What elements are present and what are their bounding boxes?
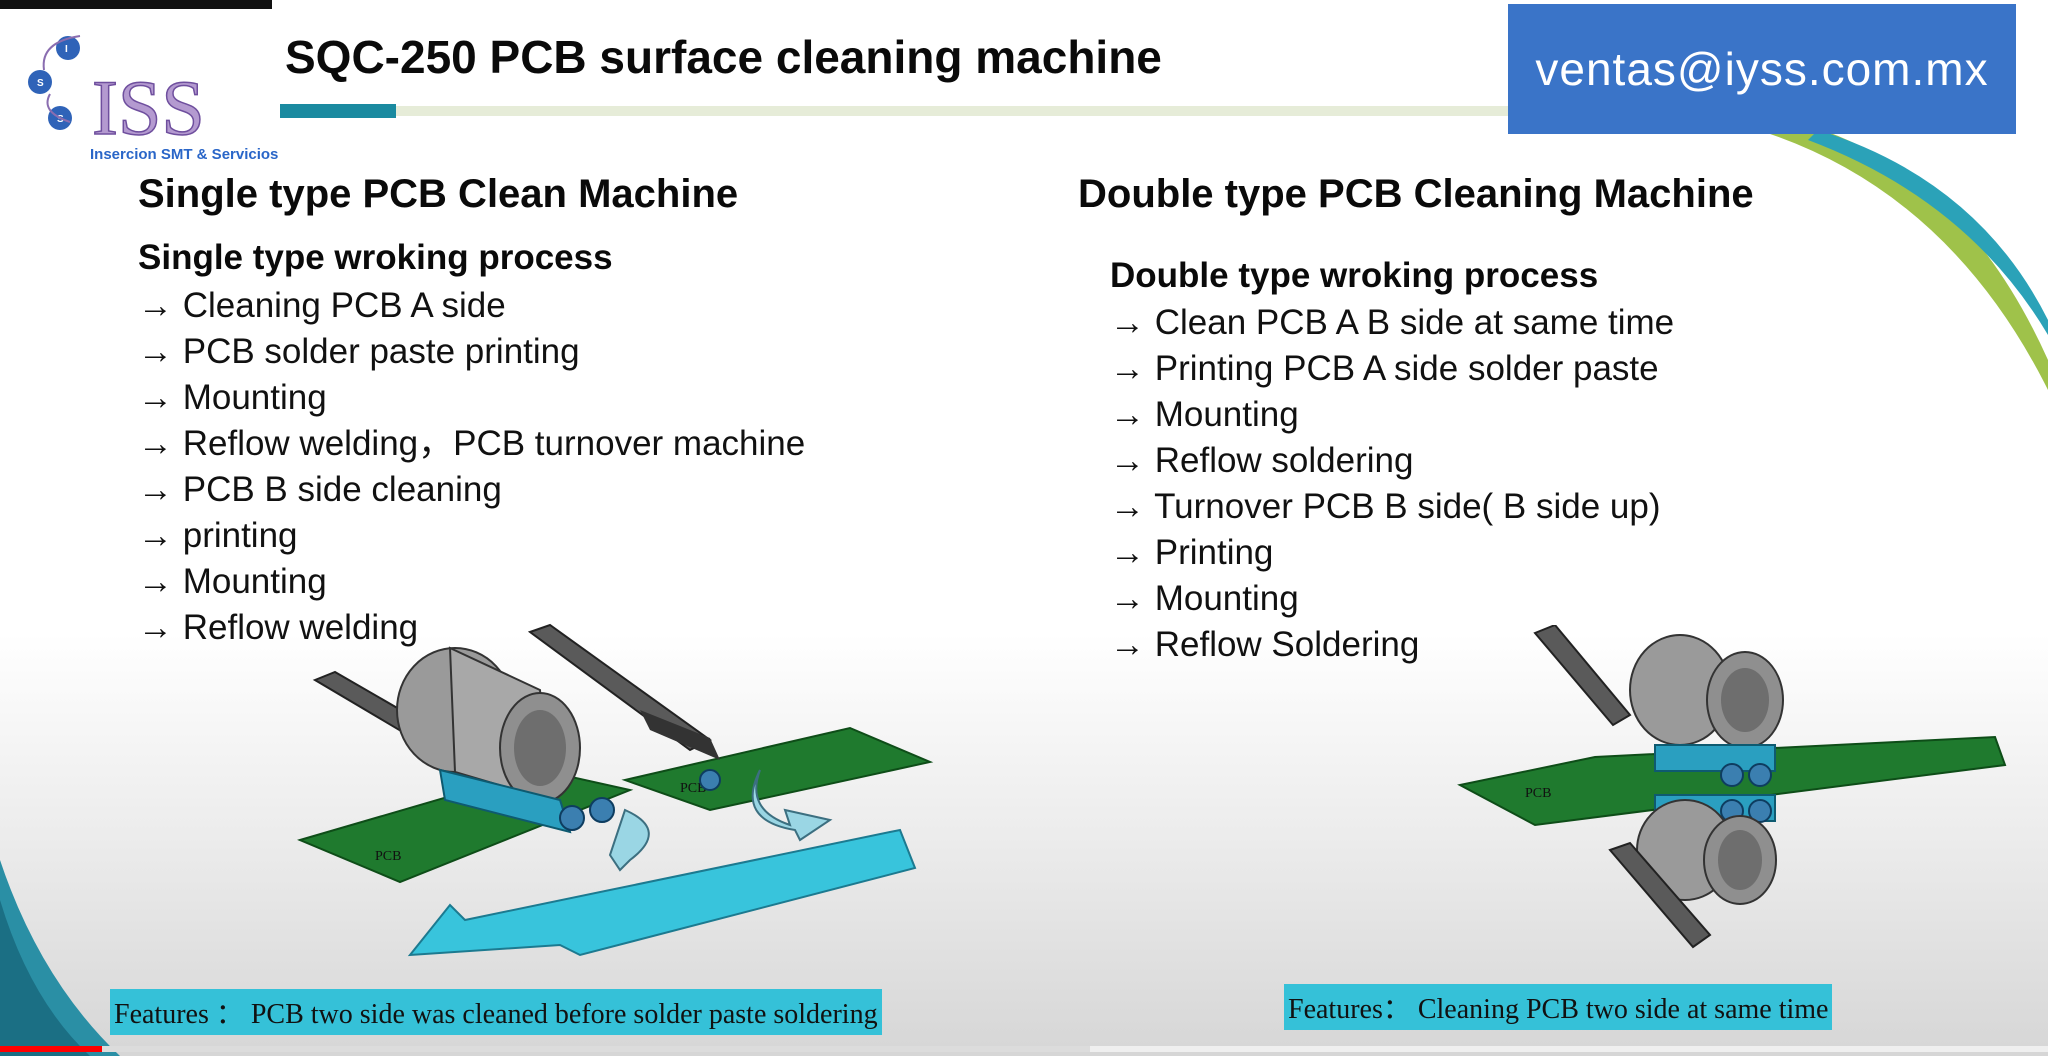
top-black-bar (0, 0, 272, 9)
pcb-label: PCB (1525, 786, 1551, 801)
list-item: → Reflow welding (138, 608, 419, 647)
company-logo: I S S ISS (28, 35, 205, 152)
title-underline-accent (280, 104, 396, 118)
list-item: → Reflow soldering (1110, 441, 1414, 480)
brush-rail (1533, 625, 1632, 727)
decorative-corner (0, 860, 120, 1056)
list-item: → Reflow welding，PCB turnover machine (138, 424, 806, 463)
list-item: → Reflow Soldering (1110, 625, 1420, 664)
slide-title: SQC-250 PCB surface cleaning machine (285, 31, 1162, 83)
list-item: → Printing PCB A side solder paste (1110, 349, 1659, 388)
list-item: → Clean PCB A B side at same time (1110, 303, 1675, 342)
title-underline (396, 106, 1516, 116)
email-banner: ventas@iyss.com.mx (1508, 4, 2016, 134)
svg-text:S: S (37, 78, 44, 89)
double-type-machine-diagram: PCB (1457, 625, 2007, 949)
list-item: → PCB solder paste printing (138, 332, 580, 371)
list-item: → Mounting (1110, 579, 1299, 618)
rotation-arrow (751, 769, 833, 842)
single-type-subheading: Single type wroking process (138, 238, 613, 277)
blue-roller (438, 768, 572, 834)
pcb-label: PCB (680, 781, 706, 796)
direction-arrow (407, 828, 917, 957)
pcb-board (621, 726, 934, 812)
pcb-label: PCB (375, 849, 401, 864)
svg-text:S: S (57, 114, 64, 125)
list-item: → Printing (1110, 533, 1274, 572)
double-type-steps: → Clean PCB A B side at same time → Prin… (1110, 300, 1674, 668)
decorative-swoosh (1758, 120, 2048, 390)
brush-rail (1608, 841, 1712, 949)
list-item: → Mounting (138, 562, 327, 601)
progress-buffer (0, 1046, 1090, 1052)
list-item: → printing (138, 516, 298, 555)
list-item: → Mounting (138, 378, 327, 417)
progress-fill (0, 1046, 103, 1052)
list-item: → Turnover PCB B side( B side up) (1110, 487, 1661, 526)
list-item: → Cleaning PCB A side (138, 286, 506, 325)
single-type-machine-diagram: PCB PCB (297, 623, 934, 957)
svg-text:I: I (65, 44, 68, 55)
video-progress-bar[interactable] (0, 1046, 2048, 1052)
logo-text: ISS (92, 64, 205, 151)
email-address: ventas@iyss.com.mx (1535, 43, 1989, 95)
double-type-subheading: Double type wroking process (1110, 256, 1599, 295)
list-item: → PCB B side cleaning (138, 470, 502, 509)
single-type-heading: Single type PCB Clean Machine (138, 172, 739, 216)
single-type-steps: → Cleaning PCB A side → PCB solder paste… (138, 283, 805, 651)
list-item: → Mounting (1110, 395, 1299, 434)
logo-caption: Insercion SMT & Servicios (90, 146, 279, 163)
single-type-feature: Features ： PCB two side was cleaned befo… (110, 989, 882, 1035)
double-type-feature: Features： Cleaning PCB two side at same … (1284, 984, 1833, 1030)
double-type-heading: Double type PCB Cleaning Machine (1078, 172, 1754, 216)
rotation-arrow (608, 808, 650, 872)
